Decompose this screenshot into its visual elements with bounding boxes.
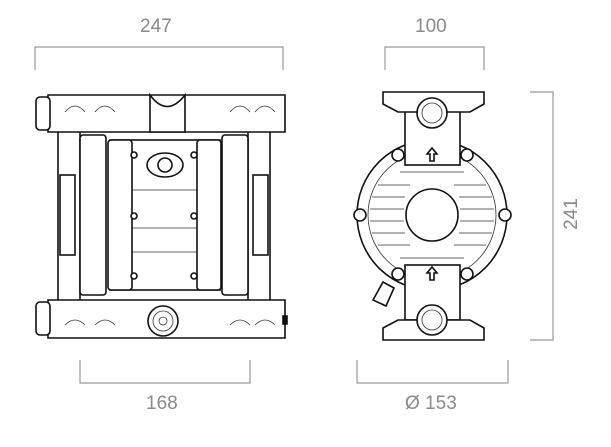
dim-100 xyxy=(384,46,485,70)
dim-label-241: 241 xyxy=(560,198,582,230)
bolts xyxy=(353,148,512,281)
dim-241 xyxy=(530,91,554,341)
drain-port xyxy=(371,280,396,308)
dim-label-247: 247 xyxy=(140,16,172,37)
dim-label-168: 168 xyxy=(146,393,178,414)
dim-247 xyxy=(34,46,284,70)
pump-side-view xyxy=(353,91,512,341)
dimension-lines xyxy=(34,46,554,384)
fins xyxy=(370,171,494,259)
arrow-up-icon xyxy=(425,146,439,281)
pump-front-view xyxy=(35,92,288,339)
bolts xyxy=(130,151,198,280)
dim-label-153: Ø 153 xyxy=(405,393,457,414)
dim-label-100: 100 xyxy=(415,16,447,37)
dim-168 xyxy=(79,360,251,384)
dim-153 xyxy=(356,360,509,384)
